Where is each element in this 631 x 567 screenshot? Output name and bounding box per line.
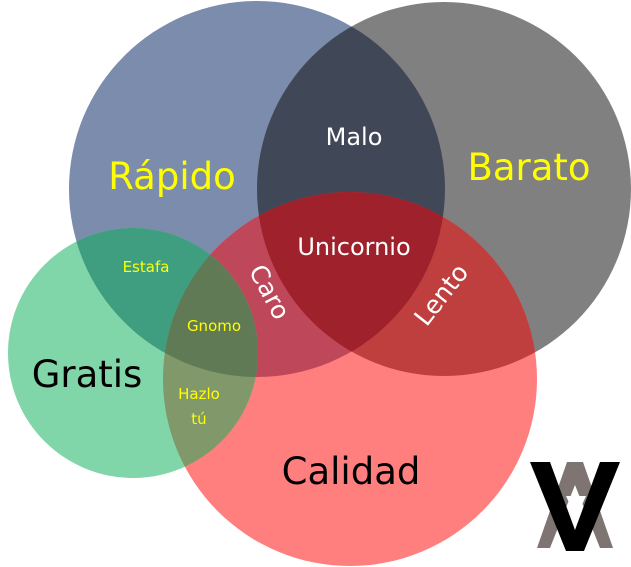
label-rapido: Rápido xyxy=(108,155,235,198)
label-hazlo: Hazlo xyxy=(178,385,220,403)
region-lento xyxy=(257,192,537,376)
label-unicornio: Unicornio xyxy=(297,233,410,261)
label-calidad: Calidad xyxy=(282,450,421,493)
label-malo: Malo xyxy=(326,123,383,151)
region-estafa xyxy=(69,228,258,377)
stacked-a-logo-icon xyxy=(530,462,620,551)
label-tu: tú xyxy=(191,410,206,428)
label-barato: Barato xyxy=(467,146,590,189)
label-estafa: Estafa xyxy=(123,258,170,276)
label-gnomo: Gnomo xyxy=(187,317,241,335)
label-gratis: Gratis xyxy=(32,353,143,396)
